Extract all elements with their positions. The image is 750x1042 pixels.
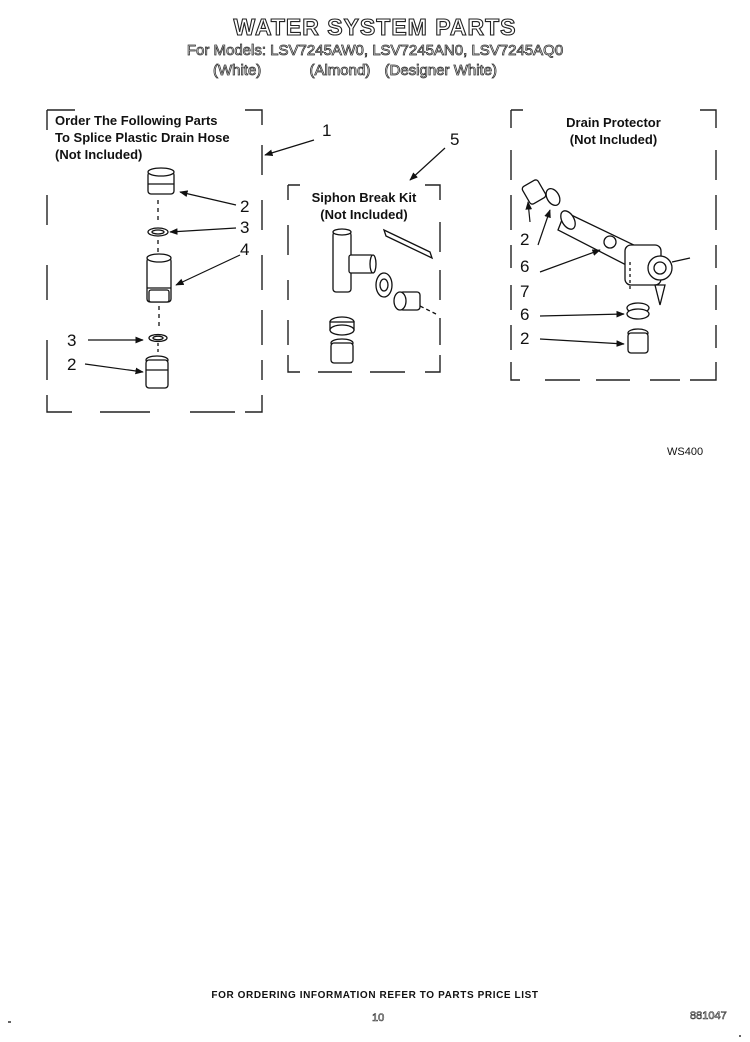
right-box-label: Drain Protector (Not Included): [511, 114, 716, 148]
callout-left-3a: 3: [240, 218, 250, 237]
callout-1: 1: [322, 121, 332, 140]
page-number: 10: [372, 1012, 385, 1025]
callout-right-7: 7: [520, 282, 530, 301]
diagram-code: WS400: [667, 446, 704, 458]
callout-right-6b: 6: [520, 305, 530, 324]
ordering-info-footer: FOR ORDERING INFORMATION REFER TO PARTS …: [211, 990, 539, 1001]
leader-lines: [84, 139, 625, 375]
callout-5: 5: [450, 130, 460, 149]
color-designer-white: (Designer White): [384, 62, 498, 80]
left-box-line-3: (Not Included): [55, 147, 143, 162]
left-box-frame: [46, 109, 263, 413]
callout-right-6a: 6: [520, 257, 530, 276]
left-parts: [145, 167, 175, 389]
left-box-label: Order The Following Parts To Splice Plas…: [55, 112, 230, 163]
colors-subtitle: (White) (Almond) (Designer White): [0, 62, 750, 80]
middle-box-line-2: (Not Included): [320, 207, 408, 222]
callout-right-2b: 2: [520, 329, 530, 348]
middle-box-line-1: Siphon Break Kit: [311, 190, 417, 205]
callout-left-2a: 2: [240, 197, 250, 216]
right-box-line-1: Drain Protector: [566, 115, 661, 130]
document-number: 881047: [690, 1010, 727, 1023]
left-box-line-1: Order The Following Parts: [55, 113, 218, 128]
right-parts: [521, 179, 691, 354]
middle-box-label: Siphon Break Kit (Not Included): [288, 189, 440, 223]
right-box-frame: [510, 109, 717, 381]
models-subtitle: For Models: LSV7245AW0, LSV7245AN0, LSV7…: [186, 42, 564, 60]
left-box-line-2: To Splice Plastic Drain Hose: [55, 130, 230, 145]
color-almond: (Almond): [309, 62, 371, 80]
color-white: (White): [212, 62, 262, 80]
callout-right-2a: 2: [520, 230, 530, 249]
callout-left-3b: 3: [67, 331, 77, 350]
page-title: WATER SYSTEM PARTS: [233, 13, 517, 40]
callout-left-4: 4: [240, 240, 250, 259]
middle-box-frame: [287, 184, 441, 373]
callout-left-2b: 2: [67, 355, 77, 374]
right-box-line-2: (Not Included): [569, 132, 658, 147]
middle-parts: [329, 228, 437, 364]
